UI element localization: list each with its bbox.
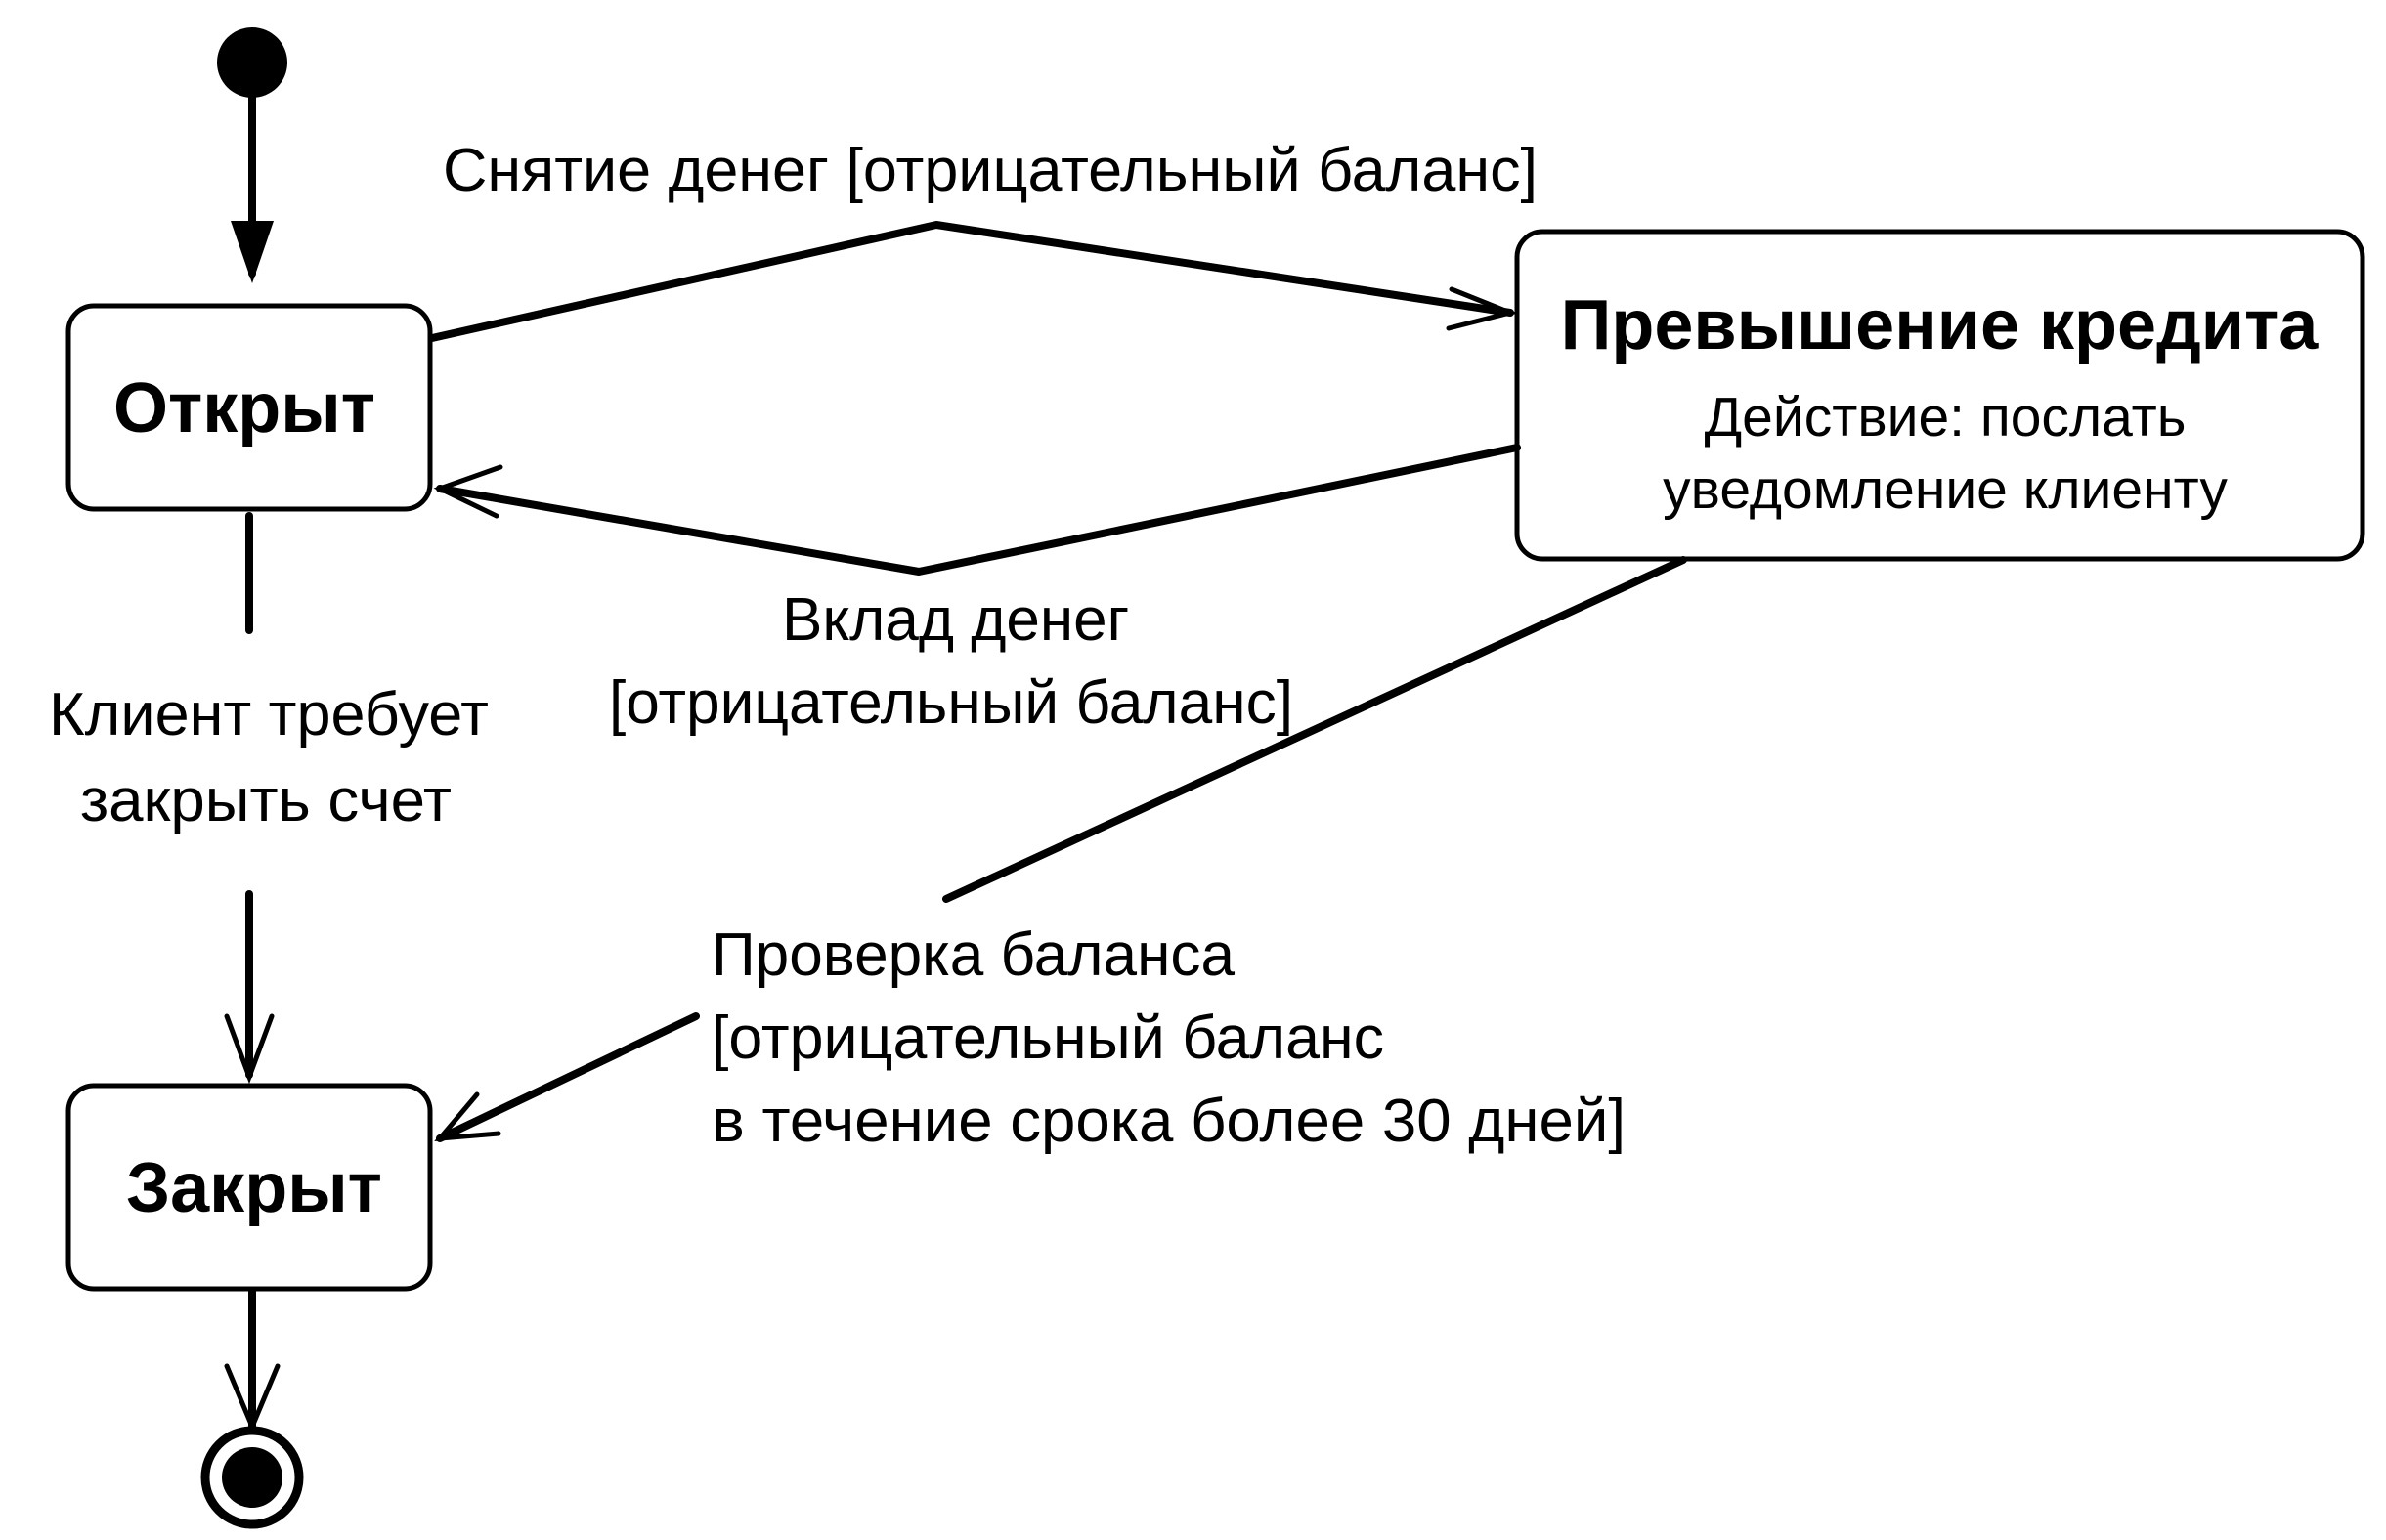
- transition-close-request: [224, 512, 275, 1085]
- state-overdraft: Превышение кредита Действие: послать уве…: [1514, 229, 2365, 562]
- transition-balance-check-label-line1: Проверка баланса: [712, 921, 1236, 989]
- initial-transition: [231, 84, 274, 283]
- state-open: Открыт: [65, 303, 433, 512]
- state-overdraft-action-line2: уведомление клиенту: [1663, 458, 2228, 521]
- final-state: [200, 1426, 304, 1529]
- transition-deposit: [433, 444, 1521, 576]
- transition-close-request-label-line2: закрыть счет: [80, 767, 452, 834]
- state-closed-name: Закрыт: [126, 1149, 382, 1227]
- transition-balance-check-label-line2: [отрицательный баланс: [712, 1005, 1384, 1072]
- transition-balance-check-label-line3: в течение срока более 30 дней]: [712, 1088, 1626, 1155]
- transition-balance-check: [434, 556, 1687, 1142]
- initial-state: [217, 27, 287, 98]
- transition-withdraw: [428, 221, 1519, 342]
- state-open-name: Открыт: [113, 369, 375, 448]
- state-closed: Закрыт: [65, 1083, 433, 1292]
- transition-deposit-label-line2: [отрицательный баланс]: [609, 669, 1293, 737]
- final-transition: [224, 1288, 281, 1433]
- transition-withdraw-label: Снятие денег [отрицательный баланс]: [443, 137, 1538, 204]
- transition-close-request-label-line1: Клиент требует: [49, 681, 489, 749]
- state-overdraft-name: Превышение кредита: [1561, 286, 2320, 364]
- state-overdraft-action-line1: Действие: послать: [1705, 386, 2187, 449]
- transition-deposit-label-line1: Вклад денег: [782, 586, 1129, 654]
